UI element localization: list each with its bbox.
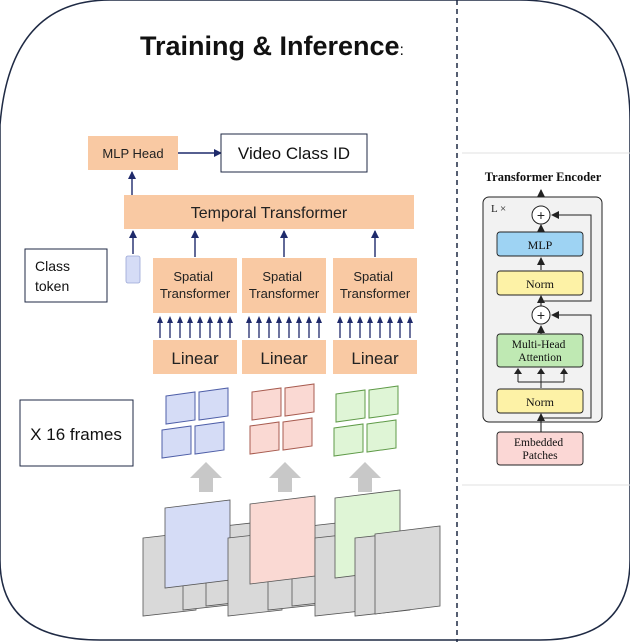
patch-blue-1: [165, 391, 196, 425]
token-arrow-head: [397, 316, 403, 323]
frame-grey-9: [374, 525, 441, 615]
patch-blue-2: [198, 387, 229, 421]
patch-green-2: [368, 385, 399, 419]
token-arrow-head: [407, 316, 413, 323]
temporal-transformer-box: [124, 195, 414, 229]
page-title: Training & Inference:: [140, 31, 404, 61]
token-arrow-head: [227, 316, 233, 323]
encoder-attention-box: [496, 333, 584, 368]
up-arrow-blue: [190, 462, 222, 492]
encoder-norm-bottom-label: Norm: [526, 395, 555, 409]
token-arrow-head: [306, 316, 312, 323]
token-arrow-head: [347, 316, 353, 323]
spatial-column-1: Spatial Transformer Linear: [153, 230, 237, 374]
patch-green-4: [366, 419, 397, 453]
residual-skip-bottom: [541, 311, 592, 419]
output-box: [220, 133, 368, 173]
spatial-transformer-1: [153, 258, 237, 313]
spatial-transformer-3: [333, 258, 417, 313]
embedded-patches-label: Embedded Patches: [514, 437, 566, 462]
patch-pink-4: [282, 417, 313, 451]
spatial-column-3: Spatial Transformer Linear: [333, 230, 417, 374]
token-arrow-head: [177, 316, 183, 323]
class-token-label-box: [24, 248, 108, 303]
token-arrow-head: [217, 316, 223, 323]
spatial-column-2: Spatial Transformer Linear: [242, 230, 326, 374]
token-arrows-3: [337, 316, 413, 338]
output-label: Video Class ID: [238, 144, 350, 163]
token-arrow-head: [316, 316, 322, 323]
token-arrow-head: [197, 316, 203, 323]
attention-input-arrows: [517, 371, 565, 388]
mlp-head-label: MLP Head: [102, 146, 163, 161]
token-arrow-head: [256, 316, 262, 323]
residual-add-middle-symbol: +: [537, 307, 545, 323]
token-arrows-1: [157, 316, 233, 338]
patch-pink-3: [249, 421, 280, 455]
linear-1: [153, 340, 237, 374]
attention-arrowheads: [514, 368, 568, 374]
token-arrow-head: [157, 316, 163, 323]
spatial-transformer-3-label: Spatial Transformer: [340, 269, 411, 301]
token-arrows-2: [246, 316, 322, 338]
spatial-transformer-2: [242, 258, 326, 313]
encoder-attention-label: Multi-Head Attention: [512, 339, 569, 364]
frames-count-label: X 16 frames: [30, 425, 122, 444]
residual-add-middle: [531, 305, 551, 325]
linear-2: [242, 340, 326, 374]
token-arrow-head: [296, 316, 302, 323]
token-arrow-head: [207, 316, 213, 323]
patch-group-green: [333, 385, 399, 457]
patch-green-3: [333, 423, 364, 457]
token-arrow-head: [377, 316, 383, 323]
token-arrow-head: [286, 316, 292, 323]
token-arrow-head: [167, 316, 173, 323]
patch-blue-3: [161, 425, 192, 459]
encoder-norm-top-label: Norm: [526, 277, 555, 291]
up-arrow-green: [349, 462, 381, 492]
token-arrow-head: [187, 316, 193, 323]
linear-1-label: Linear: [171, 349, 219, 368]
linear-3: [333, 340, 417, 374]
token-arrow-head: [276, 316, 282, 323]
residual-skip-top: [541, 211, 592, 302]
linear-2-label: Linear: [260, 349, 308, 368]
patch-blue-4: [194, 421, 225, 455]
spatial-transformer-1-label: Spatial Transformer: [160, 269, 231, 301]
residual-add-top-symbol: +: [537, 207, 545, 223]
encoder-repeat-label: L ×: [491, 203, 506, 215]
encoder-mlp-label: MLP: [528, 238, 553, 252]
patch-group-blue: [161, 387, 229, 459]
frame-pink: [249, 495, 316, 585]
token-arrow-head: [246, 316, 252, 323]
patch-green-1: [335, 389, 366, 423]
frames-count-box: [19, 399, 134, 467]
embedded-patches-box: [496, 431, 584, 466]
token-arrow-head: [357, 316, 363, 323]
spatial-transformer-2-label: Spatial Transformer: [249, 269, 320, 301]
class-token: [125, 255, 141, 284]
token-arrow-head: [337, 316, 343, 323]
class-token-label: Class token: [35, 258, 74, 294]
encoder-title: Transformer Encoder: [485, 170, 602, 184]
temporal-transformer-label: Temporal Transformer: [191, 205, 348, 222]
up-arrow-pink: [269, 462, 301, 492]
frame-blue: [164, 499, 231, 589]
linear-3-label: Linear: [351, 349, 399, 368]
token-arrow-head: [387, 316, 393, 323]
token-arrow-head: [367, 316, 373, 323]
patch-pink-1: [251, 387, 282, 421]
patch-group-pink: [249, 383, 315, 455]
frame-stack: [142, 489, 441, 617]
encoder-mlp-box: [496, 231, 584, 257]
token-arrow-head: [266, 316, 272, 323]
patch-pink-2: [284, 383, 315, 417]
mlp-head-box: [88, 136, 178, 170]
